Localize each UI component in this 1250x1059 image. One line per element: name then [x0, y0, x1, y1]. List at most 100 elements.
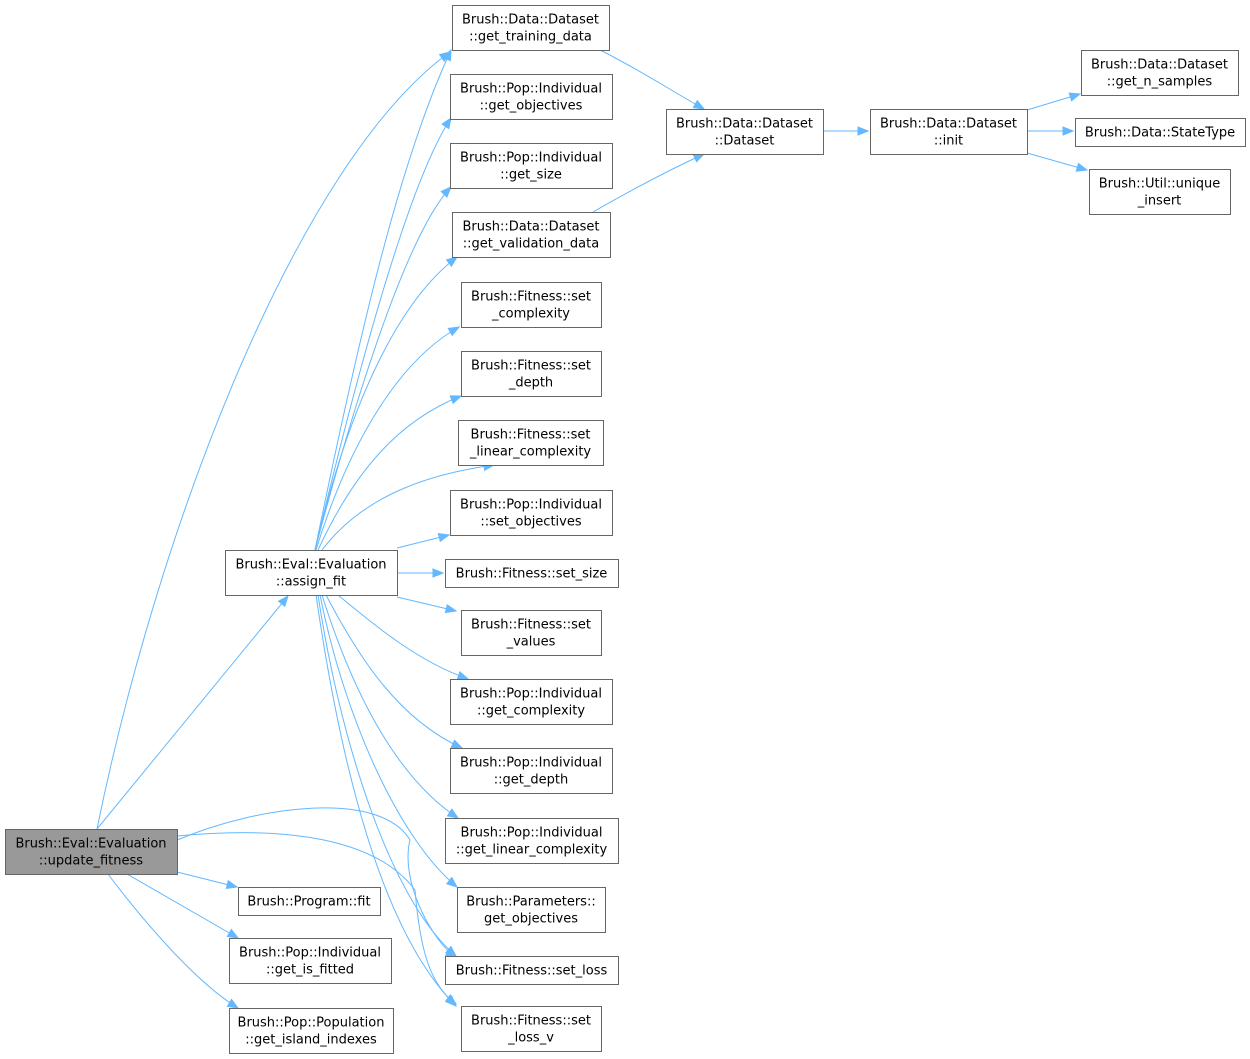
node-label-line: Brush::Data::Dataset	[676, 117, 813, 132]
edge-dataset_init-to-unique_insert	[1026, 152, 1089, 172]
node-label-line: Brush::Fitness::set	[471, 428, 591, 443]
node-label-line: _linear_complexity	[469, 445, 592, 460]
node-set-complexity[interactable]: Brush::Fitness::set_complexity	[461, 282, 602, 328]
node-set-values[interactable]: Brush::Fitness::set_values	[461, 610, 602, 656]
node-unique-insert[interactable]: Brush::Util::unique_insert	[1089, 169, 1231, 215]
node-label-line: ::get_linear_complexity	[456, 843, 608, 858]
node-label-line: ::get_objectives	[480, 99, 583, 114]
node-set-objectives[interactable]: Brush::Pop::Individual::set_objectives	[450, 490, 613, 536]
node-get-training-data[interactable]: Brush::Data::Dataset::get_training_data	[452, 5, 610, 51]
node-set-linear-complexity[interactable]: Brush::Fitness::set_linear_complexity	[458, 420, 604, 466]
node-label-line: Brush::Data::StateType	[1085, 126, 1235, 141]
node-label-line: ::assign_fit	[276, 575, 346, 590]
edge-assign_fit-to-set_size	[397, 568, 445, 578]
node-state-type[interactable]: Brush::Data::StateType	[1075, 118, 1246, 147]
edge-dataset_ctor-to-dataset_init	[823, 126, 870, 136]
edge-assign_fit-to-get_validation_data	[314, 256, 459, 551]
node-label-line: Brush::Pop::Individual	[460, 151, 602, 166]
node-label-line: ::get_complexity	[477, 704, 585, 719]
node-label-line: Brush::Eval::Evaluation	[235, 558, 386, 573]
node-label-line: Brush::Parameters::	[466, 895, 595, 910]
node-label-line: ::Dataset	[715, 134, 775, 149]
node-label-line: Brush::Util::unique	[1099, 177, 1220, 192]
node-label-line: ::get_training_data	[469, 30, 592, 45]
edge-update_fitness-to-get_is_fitted	[126, 873, 240, 939]
edge-update_fitness-to-program_fit	[176, 871, 239, 890]
node-label-line: Brush::Pop::Individual	[460, 687, 602, 702]
edge-assign_fit-to-set_depth	[317, 395, 463, 551]
edge-assign_fit-to-set_loss_v	[315, 594, 457, 1007]
node-label-line: Brush::Pop::Individual	[460, 498, 602, 513]
node-label-line: Brush::Fitness::set	[471, 359, 591, 374]
edge-update_fitness-to-get_island_indexes	[107, 873, 240, 1009]
node-label-line: Brush::Fitness::set	[471, 290, 591, 305]
node-get-objectives[interactable]: Brush::Pop::Individual::get_objectives	[450, 74, 613, 120]
node-label-line: Brush::Fitness::set_loss	[456, 964, 608, 979]
node-label-line: Brush::Data::Dataset	[1091, 58, 1228, 73]
edge-update_fitness-to-assign_fit	[96, 594, 289, 830]
node-label-line: _complexity	[491, 307, 570, 322]
node-label-line: ::get_island_indexes	[245, 1033, 377, 1048]
edge-update_fitness-to-get_training_data	[96, 51, 452, 830]
node-label-line: _loss_v	[507, 1031, 554, 1046]
node-label-line: Brush::Fitness::set	[471, 618, 591, 633]
node-label-line: Brush::Pop::Population	[238, 1016, 385, 1031]
node-get-size[interactable]: Brush::Pop::Individual::get_size	[450, 143, 613, 189]
edge-assign_fit-to-get_training_data	[314, 48, 452, 551]
node-get-n-samples[interactable]: Brush::Data::Dataset::get_n_samples	[1081, 50, 1239, 96]
node-label-line: ::get_size	[500, 168, 562, 183]
edge-assign_fit-to-get_complexity	[337, 594, 470, 680]
edge-dataset_init-to-state_type	[1027, 126, 1075, 136]
node-dataset-ctor[interactable]: Brush::Data::Dataset::Dataset	[666, 109, 824, 155]
node-label-line: ::set_objectives	[480, 515, 581, 530]
node-set-depth[interactable]: Brush::Fitness::set_depth	[461, 351, 602, 397]
node-get-linear-complexity[interactable]: Brush::Pop::Individual::get_linear_compl…	[445, 818, 619, 864]
node-label-line: Brush::Data::Dataset	[463, 220, 600, 235]
edge-assign_fit-to-params_get_objectives	[319, 594, 459, 888]
node-program-fit[interactable]: Brush::Program::fit	[238, 887, 381, 916]
node-get-validation-data[interactable]: Brush::Data::Dataset::get_validation_dat…	[452, 212, 611, 258]
edge-assign_fit-to-set_complexity	[315, 326, 461, 551]
node-label-line: _values	[506, 635, 556, 650]
node-label-line: Brush::Pop::Individual	[239, 946, 381, 961]
node-update-fitness[interactable]: Brush::Eval::Evaluation::update_fitness	[5, 829, 178, 875]
node-label-line: Brush::Pop::Individual	[461, 826, 603, 841]
node-label-line: Brush::Fitness::set_size	[456, 567, 608, 582]
node-label-line: Brush::Eval::Evaluation	[15, 837, 166, 852]
node-label-line: ::get_depth	[494, 773, 568, 788]
node-label-line: ::get_validation_data	[463, 237, 599, 252]
node-label-line: ::get_is_fitted	[266, 963, 354, 978]
edge-dataset_init-to-get_n_samples	[1026, 92, 1082, 111]
node-get-island-indexes[interactable]: Brush::Pop::Population::get_island_index…	[229, 1008, 394, 1054]
edge-assign_fit-to-set_loss	[317, 594, 458, 957]
node-label-line: ::update_fitness	[39, 854, 143, 869]
node-set-loss-v[interactable]: Brush::Fitness::set_loss_v	[461, 1006, 602, 1052]
edge-assign_fit-to-set_values	[396, 596, 458, 614]
node-label-line: get_objectives	[484, 912, 578, 927]
node-label-line: ::init	[934, 134, 963, 149]
node-label-line: Brush::Data::Dataset	[880, 117, 1017, 132]
node-label-line: Brush::Fitness::set	[471, 1014, 591, 1029]
node-label-line: Brush::Pop::Individual	[460, 82, 602, 97]
edge-assign_fit-to-set_objectives	[396, 532, 451, 549]
node-get-is-fitted[interactable]: Brush::Pop::Individual::get_is_fitted	[229, 938, 392, 984]
node-label-line: _depth	[508, 376, 553, 391]
edge-assign_fit-to-get_depth	[325, 594, 464, 749]
node-label-line: ::get_n_samples	[1107, 75, 1213, 90]
node-set-loss[interactable]: Brush::Fitness::set_loss	[445, 956, 619, 985]
edge-assign_fit-to-get_size	[314, 186, 452, 551]
node-params-get-objectives[interactable]: Brush::Parameters::get_objectives	[457, 887, 606, 933]
node-label-line: _insert	[1137, 194, 1182, 209]
node-assign-fit[interactable]: Brush::Eval::Evaluation::assign_fit	[225, 550, 398, 596]
edge-assign_fit-to-get_linear_complexity	[321, 594, 460, 819]
node-get-complexity[interactable]: Brush::Pop::Individual::get_complexity	[450, 679, 613, 725]
node-set-size[interactable]: Brush::Fitness::set_size	[445, 559, 619, 588]
node-label-line: Brush::Pop::Individual	[460, 756, 602, 771]
node-get-depth[interactable]: Brush::Pop::Individual::get_depth	[450, 748, 613, 794]
node-label-line: Brush::Data::Dataset	[462, 13, 599, 28]
node-dataset-init[interactable]: Brush::Data::Dataset::init	[870, 109, 1028, 155]
edge-assign_fit-to-get_objectives	[314, 116, 452, 551]
edge-get_training_data-to-dataset_ctor	[599, 49, 706, 110]
node-label-line: Brush::Program::fit	[247, 895, 370, 910]
